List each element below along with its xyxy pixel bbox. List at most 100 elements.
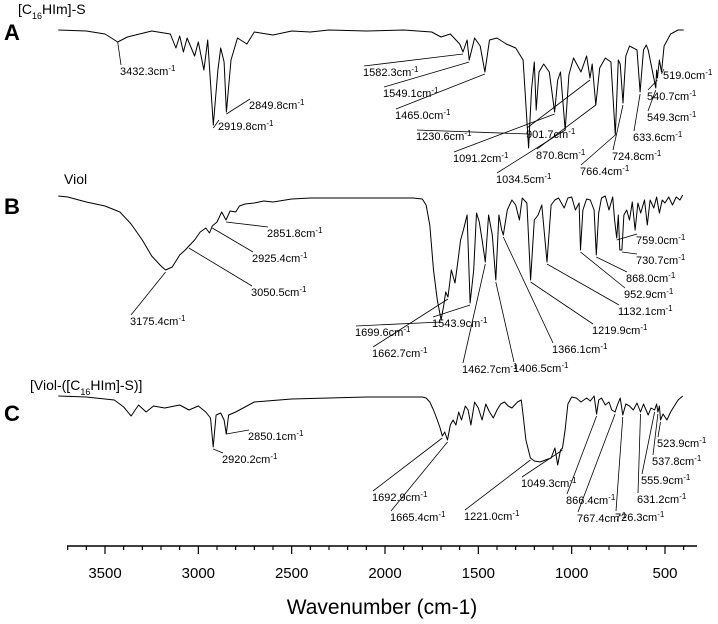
peak-label: 2849.8cm-1 [249, 98, 305, 113]
peak-value: 759.0 [636, 235, 664, 247]
peak-unit: cm [496, 364, 511, 376]
peak-leader-line [641, 411, 655, 475]
peak-unit: cm [530, 174, 545, 186]
peak-leader-line [462, 263, 486, 364]
peak-unit: cm [256, 454, 271, 466]
peak-unit-exponent: -1 [510, 362, 518, 371]
peak-unit-exponent: -1 [411, 65, 419, 74]
peak-unit-exponent: -1 [578, 148, 586, 157]
peak-value: 726.3 [615, 512, 643, 524]
peak-unit-exponent: -1 [569, 476, 577, 485]
peak-label: 1465.0cm-1 [395, 108, 451, 123]
title-part: [C [18, 1, 32, 17]
peak-unit-exponent: -1 [168, 64, 176, 73]
peak-leader-line [117, 41, 122, 66]
peak-leader-line [652, 413, 659, 456]
title-part: HIm]-S)] [90, 377, 142, 393]
peak-unit-exponent: -1 [270, 452, 278, 461]
peak-unit-exponent: -1 [668, 271, 676, 280]
peak-label: 549.3cm-1 [647, 110, 697, 125]
peak-unit: cm [498, 511, 513, 523]
peak-value: 724.8 [612, 151, 640, 163]
peak-unit-exponent: -1 [420, 490, 428, 499]
peak-unit: cm [406, 492, 421, 504]
spectrum-title-b: Viol [64, 171, 87, 187]
peak-value: 2920.2 [222, 454, 256, 466]
x-tick-label: 2500 [275, 565, 308, 582]
peak-unit-exponent: -1 [438, 510, 446, 519]
peak-unit: cm [424, 512, 439, 524]
peak-label: 1219.9cm-1 [592, 323, 648, 338]
peak-unit: cm [626, 325, 641, 337]
peak-value: 1221.0 [464, 511, 498, 523]
peak-value: 537.8 [652, 456, 680, 468]
peak-label: 870.8cm-1 [536, 148, 586, 163]
peak-unit-exponent: -1 [699, 436, 707, 445]
peak-value: 3432.3 [120, 66, 154, 78]
peak-value: 866.4 [566, 495, 594, 507]
spectrum-line-b [58, 194, 684, 321]
peak-unit: cm [640, 151, 655, 163]
peak-leader-line [616, 233, 638, 241]
peak-unit-exponent: -1 [568, 127, 576, 136]
peak-unit-exponent: -1 [297, 98, 305, 107]
peak-value: 1132.1 [618, 306, 651, 318]
x-tick-label: 2000 [368, 565, 401, 582]
peak-unit: cm [605, 513, 620, 525]
peak-value: 3050.5 [251, 287, 285, 299]
peak-leader-line [621, 251, 638, 255]
peak-unit-exponent: -1 [544, 172, 552, 181]
peak-unit: cm [252, 121, 267, 133]
peak-unit-exponent: -1 [678, 233, 686, 242]
peak-leader-line [464, 459, 531, 511]
peak-unit-exponent: -1 [600, 342, 608, 351]
peak-label: 1692.9cm-1 [372, 490, 428, 505]
peak-value: 1230.6 [416, 131, 450, 143]
peak-label: 1366.1cm-1 [552, 342, 608, 357]
peak-leader-line [521, 449, 563, 478]
peak-leader-line [383, 61, 470, 88]
peak-leader-line [661, 68, 665, 75]
spectrum-line-c [58, 395, 684, 466]
peak-leader-line [526, 79, 591, 129]
peak-unit-exponent: -1 [622, 164, 630, 173]
peak-label: 3175.4cm-1 [130, 314, 186, 329]
peak-leader-line [225, 221, 269, 228]
peak-unit: cm [664, 235, 679, 247]
peak-label: 759.0cm-1 [636, 233, 686, 248]
peak-unit: cm [417, 88, 432, 100]
peak-label: 1543.9cm-1 [432, 316, 488, 331]
peak-leader-line [212, 119, 220, 129]
panel-letter-c: C [4, 401, 20, 426]
peak-value: 1366.1 [552, 344, 586, 356]
peak-value: 1699.6 [355, 327, 389, 339]
peak-unit: cm [685, 438, 700, 450]
title-part: HIm]-S [42, 1, 86, 17]
peak-label: 2925.4cm-1 [252, 251, 308, 266]
peak-leader-line [395, 73, 486, 110]
peak-label: 2850.1cm-1 [248, 429, 304, 444]
peak-label: 1049.3cm-1 [521, 476, 577, 491]
peak-value: 549.3 [647, 112, 675, 124]
peak-label: 1665.4cm-1 [390, 510, 446, 525]
peak-value: 868.0 [626, 273, 654, 285]
peak-unit: cm [586, 344, 601, 356]
peak-leader-line [596, 256, 628, 273]
peak-unit-exponent: -1 [561, 361, 569, 370]
peak-label: 866.4cm-1 [566, 493, 616, 508]
peak-leader-line [212, 227, 254, 253]
peak-unit-exponent: -1 [443, 108, 451, 117]
panel-letter-a: A [4, 20, 20, 45]
x-tick-label: 1000 [555, 565, 588, 582]
peak-label: 1221.0cm-1 [464, 509, 520, 524]
peak-label: 730.7cm-1 [636, 253, 686, 268]
peak-value: 1462.7 [462, 364, 496, 376]
peak-unit-exponent: -1 [666, 304, 674, 313]
peak-unit: cm [608, 166, 623, 178]
peak-value: 1582.3 [363, 67, 397, 79]
peak-unit: cm [664, 255, 679, 267]
peak-unit: cm [594, 495, 609, 507]
x-tick-label: 3000 [182, 565, 215, 582]
peak-unit: cm [164, 316, 179, 328]
x-tick-label: 1500 [462, 565, 495, 582]
